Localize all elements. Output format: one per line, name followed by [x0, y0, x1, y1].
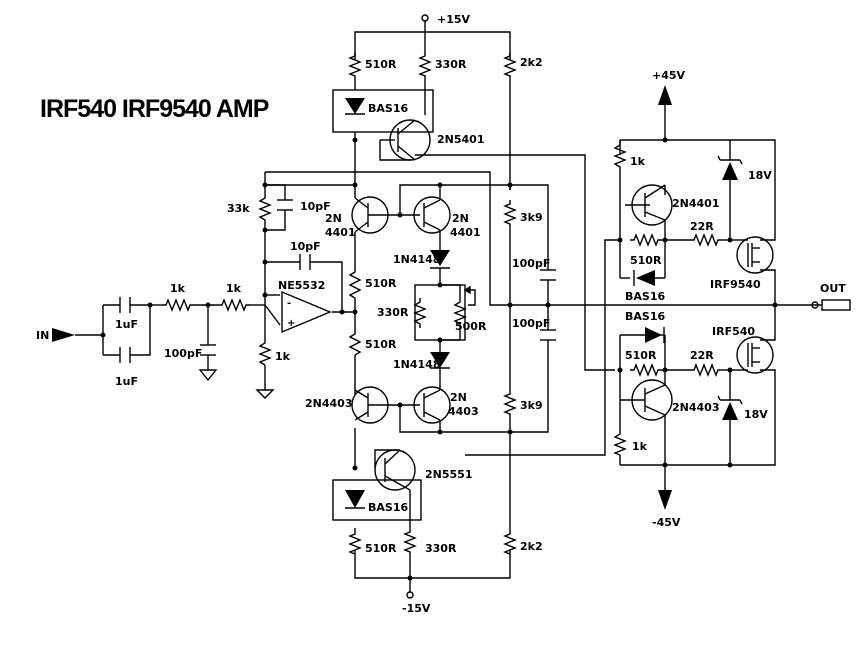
label-r-bot2: 330R — [425, 542, 457, 555]
label-q-diff2-b: 4401 — [450, 226, 481, 239]
resistor-r-fb — [258, 195, 272, 225]
label-r-mid1: 510R — [365, 277, 397, 290]
label-pos45: +45V — [652, 69, 686, 82]
label-c-bs1: 100pF — [512, 257, 550, 270]
label-m-bot: IRF540 — [712, 325, 755, 338]
label-r-3k9b: 3k9 — [520, 399, 543, 412]
label-c-in2: 1uF — [115, 375, 138, 388]
resistor-r-top1 — [348, 52, 362, 82]
resistor-r-top2 — [418, 52, 432, 77]
label-r-fb: 33k — [227, 202, 250, 215]
labels: +15V -15V +45V -45V IN OUT 510R 330R 2k2… — [36, 13, 846, 615]
label-c-in3: 100pF — [164, 347, 202, 360]
label-r-in2: 1k — [226, 282, 242, 295]
label-m-top: IRF9540 — [710, 278, 761, 291]
label-q-vas2-a: 2N — [450, 391, 467, 404]
label-r-out510-top: 510R — [630, 254, 662, 267]
junction-dots — [100, 137, 778, 581]
label-r-out1k-bot: 1k — [632, 440, 648, 453]
label-d-1: 1N4148 — [393, 253, 440, 266]
label-c-bs2: 100pF — [512, 317, 550, 330]
label-d-top: BAS16 — [368, 102, 408, 115]
label-r-pot: 500R — [455, 320, 487, 333]
svg-text:+: + — [287, 318, 295, 329]
resistor-r-in2 — [218, 298, 250, 312]
label-r-bias1: 330R — [377, 306, 409, 319]
resistor-r-out510-top — [630, 233, 665, 247]
label-q-drv-top: 2N4401 — [672, 197, 719, 210]
label-d-out-top: BAS16 — [625, 290, 665, 303]
label-neg15: -15V — [402, 602, 431, 615]
resistor-r-bot2 — [403, 528, 417, 578]
ground-symbols — [198, 369, 275, 399]
label-q-vas2-b: 4403 — [448, 405, 479, 418]
output-terminal — [821, 299, 851, 311]
label-q-drv-bot: 2N4403 — [672, 401, 719, 414]
resistor-r-bot1 — [348, 530, 362, 555]
label-r-3k9a: 3k9 — [520, 211, 543, 224]
pot-wiper — [440, 284, 476, 341]
resistor-r-in1 — [162, 298, 195, 312]
resistor-r-out22-bot — [690, 363, 720, 377]
label-c-fb2: 10pF — [290, 240, 321, 253]
label-r-in1: 1k — [170, 282, 186, 295]
resistor-r-out1k-top — [613, 140, 627, 175]
label-r-mid2: 510R — [365, 338, 397, 351]
label-q-diff1-a: 2N — [325, 212, 342, 225]
label-d-out-bot: BAS16 — [625, 310, 665, 323]
resistor-r-gnd — [258, 340, 272, 366]
label-r-top3: 2k2 — [520, 56, 543, 69]
resistor-r-out22-top — [690, 233, 720, 247]
label-q-bot: 2N5551 — [425, 468, 472, 481]
label-pos15: +15V — [437, 13, 471, 26]
capacitor-symbols — [119, 199, 556, 363]
resistor-r-3k9b — [503, 390, 517, 420]
resistor-r-bot3 — [503, 530, 517, 555]
resistor-symbols — [162, 52, 720, 578]
resistor-r-pot — [453, 298, 467, 328]
label-out: OUT — [820, 282, 846, 295]
label-q-diff1-b: 4401 — [325, 226, 356, 239]
label-r-out1k-top: 1k — [630, 155, 646, 168]
label-r-top2: 330R — [435, 58, 467, 71]
input-arrow — [52, 328, 75, 342]
label-r-out510-bot: 510R — [625, 349, 657, 362]
label-neg45: -45V — [652, 516, 681, 529]
resistor-r-mid1 — [348, 268, 362, 300]
label-d-2: 1N4148 — [393, 358, 440, 371]
resistor-r-out1k-bot — [613, 430, 627, 456]
label-d-bot: BAS16 — [368, 501, 408, 514]
label-opamp: NE5532 — [278, 279, 325, 292]
diode-symbols — [345, 98, 743, 509]
svg-text:-: - — [287, 298, 291, 309]
transistor-symbols — [351, 119, 774, 491]
label-r-bot3: 2k2 — [520, 540, 543, 553]
resistor-r-out510-bot — [630, 363, 665, 377]
label-z-bot: 18V — [744, 408, 768, 421]
resistor-r-mid2 — [348, 330, 362, 356]
schematic-title: IRF540 IRF9540 AMP — [40, 95, 269, 123]
label-r-gnd: 1k — [275, 350, 291, 363]
opamp-symbol: - + — [281, 290, 332, 334]
label-q-vas1: 2N4403 — [305, 397, 352, 410]
resistor-r-top3 — [503, 52, 517, 77]
label-c-in1: 1uF — [115, 318, 138, 331]
resistor-r-bias1 — [413, 298, 427, 328]
label-r-bot1: 510R — [365, 542, 397, 555]
label-z-top: 18V — [748, 169, 772, 182]
label-in: IN — [36, 329, 49, 342]
label-r-out22-top: 22R — [690, 220, 714, 233]
rail-symbols — [52, 14, 851, 599]
label-c-fb: 10pF — [300, 200, 331, 213]
resistor-r-3k9a — [503, 200, 517, 230]
label-r-top1: 510R — [365, 58, 397, 71]
label-q-top: 2N5401 — [437, 133, 484, 146]
label-r-out22-bot: 22R — [690, 349, 714, 362]
label-q-diff2-a: 2N — [452, 212, 469, 225]
